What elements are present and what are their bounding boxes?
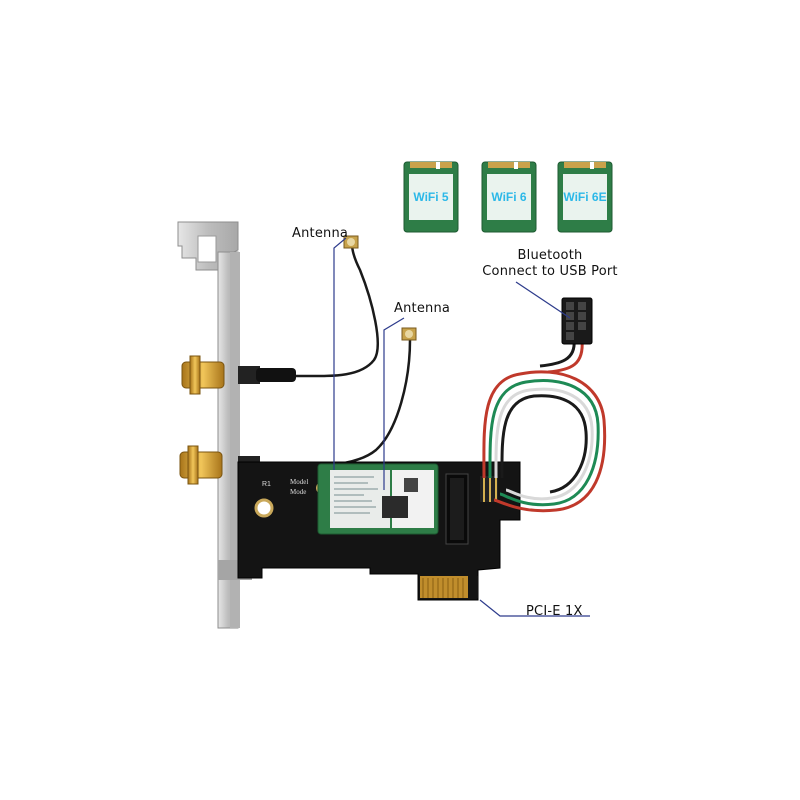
callout-bluetooth <box>515 281 571 319</box>
m2-module-label-2: WiFi 6 <box>491 190 527 204</box>
bluetooth-label-line1: Bluetooth <box>517 248 583 263</box>
callout-antenna-2 <box>383 317 405 490</box>
usb-header-connector <box>561 297 593 345</box>
antenna-label-2: Antenna <box>394 301 451 316</box>
svg-text:R1: R1 <box>262 481 271 488</box>
wifi-module-installed <box>317 463 439 535</box>
pcie-gold-fingers <box>420 576 478 598</box>
board-model-line1: Model <box>290 478 308 486</box>
m2-module-card-3: WiFi 6E <box>557 161 613 233</box>
board-pin-header <box>480 476 498 502</box>
antenna-label-1: Antenna <box>292 226 349 241</box>
sma-connector-top <box>181 355 296 395</box>
bluetooth-usb-cable <box>482 339 607 513</box>
m2-module-card-1: WiFi 5 <box>403 161 459 233</box>
m2-module-label-1: WiFi 5 <box>413 190 449 204</box>
ufl-connector-1 <box>343 235 359 249</box>
callout-lines <box>333 237 590 617</box>
m2-module-label-3: WiFi 6E <box>563 190 606 204</box>
board-model-line2: Mode <box>290 488 306 496</box>
pcie-label: PCI-E 1X <box>526 604 583 619</box>
callout-antenna-1 <box>333 237 347 470</box>
callout-pcie <box>479 599 590 617</box>
m2-module-card-2: WiFi 6 <box>481 161 537 233</box>
ufl-connector-2 <box>401 327 417 341</box>
bluetooth-label-line2: Connect to USB Port <box>482 264 618 279</box>
